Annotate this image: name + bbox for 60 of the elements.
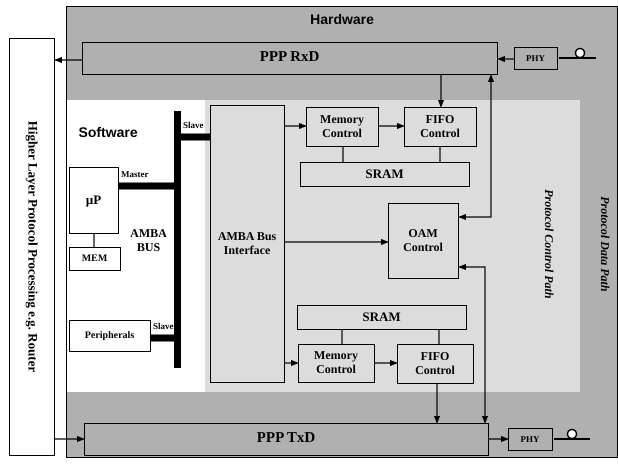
arrow — [54, 56, 82, 64]
process-box — [508, 428, 552, 450]
arrow — [438, 75, 444, 108]
arrow — [458, 74, 494, 220]
box-label: PHY — [520, 434, 540, 444]
box-label: OAM Control — [402, 226, 444, 254]
control-region — [204, 100, 580, 392]
software-region — [66, 100, 204, 392]
arrow — [379, 122, 405, 130]
bus-connection — [151, 334, 174, 342]
box-label: Memory Control — [319, 112, 365, 140]
edge-label: Slave — [183, 120, 204, 130]
process-box — [300, 162, 470, 186]
hardware-panel — [66, 6, 618, 458]
box-label: FIFO Control — [419, 112, 461, 140]
arrow — [458, 264, 488, 424]
process-box — [210, 104, 284, 382]
box-label: Memory Control — [313, 349, 359, 377]
box-label: µP — [86, 192, 102, 208]
panel-title: Hardware — [309, 11, 375, 28]
arrow — [285, 238, 389, 246]
process-box — [84, 422, 488, 456]
process-box — [68, 320, 150, 352]
box-label: PPP RxD — [260, 49, 320, 67]
box-label: PPP TxD — [256, 430, 316, 448]
side-box — [9, 38, 55, 456]
process-box — [514, 46, 558, 70]
arrow — [375, 360, 398, 366]
edge-label: Slave — [153, 321, 174, 331]
process-box — [404, 106, 476, 146]
arrow — [285, 360, 299, 366]
process-box — [68, 166, 118, 234]
arrow — [434, 384, 440, 424]
box-label: Peripherals — [84, 330, 134, 342]
process-box — [82, 42, 498, 74]
process-box — [306, 106, 378, 146]
bus-label: AMBA BUS — [129, 226, 168, 254]
edge-label: Master — [121, 169, 148, 179]
box-label: AMBA Bus Interface — [216, 230, 278, 258]
arrow — [489, 436, 509, 442]
process-box — [388, 202, 458, 278]
process-box — [298, 344, 374, 382]
bus-bar — [174, 110, 180, 368]
arrow — [55, 436, 85, 442]
box-label: FIFO Control — [414, 350, 456, 378]
arrow — [497, 56, 514, 62]
bus-connection — [119, 182, 174, 190]
vertical-label: Higher Layer Protocol Processing e.g. Router — [24, 120, 40, 374]
box-label: SRAM — [362, 310, 401, 324]
vertical-label: Protocol Control Path — [540, 188, 554, 300]
region-title: Software — [78, 124, 138, 140]
box-label: PHY — [526, 52, 545, 64]
arrow — [285, 122, 307, 130]
process-box — [296, 304, 466, 330]
box-label: SRAM — [365, 166, 404, 182]
process-box — [396, 344, 474, 384]
process-box — [68, 246, 120, 270]
box-label: MEM — [82, 252, 108, 264]
bus-connection — [181, 134, 210, 140]
vertical-label: Protocol Data Path — [597, 195, 611, 294]
